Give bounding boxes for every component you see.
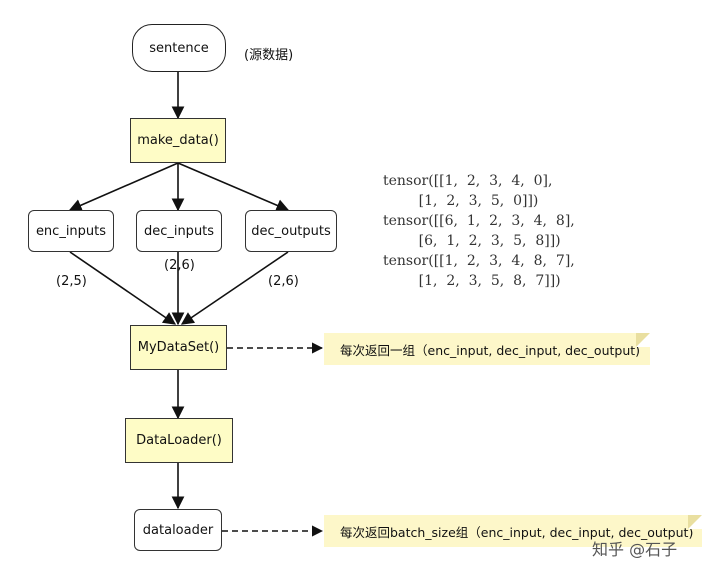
dec-outputs-tensor: tensor([[1, 2, 3, 4, 8, 7], [1, 2, 3, 5,…	[383, 253, 575, 289]
edge-encinputs-mydataset	[69, 251, 177, 325]
dec-outputs-node: dec_outputs	[245, 210, 337, 252]
dataloader-fn-node: DataLoader()	[125, 418, 233, 463]
source-data-label: (源数据)	[244, 48, 294, 63]
edge-makedata-decoutputs	[177, 162, 290, 212]
dec-inputs-tensor: tensor([[6, 1, 2, 3, 4, 8], [6, 1, 2, 3,…	[383, 213, 575, 249]
loader-note-text: 每次返回batch_size组（enc_input, dec_input, de…	[340, 524, 694, 540]
edge-decoutputs-mydataset	[180, 251, 289, 325]
dataset-note-text: 每次返回一组（enc_input, dec_input, dec_output)	[340, 342, 641, 358]
watermark: 知乎 @石子	[592, 540, 678, 559]
edge-makedata-encinputs	[68, 162, 179, 212]
dataset-note: 每次返回一组（enc_input, dec_input, dec_output)	[324, 333, 650, 365]
note-fold-icon	[636, 333, 650, 347]
dec-outputs-shape: (2,6)	[268, 274, 299, 289]
mydataset-node: MyDataSet()	[130, 325, 227, 370]
make-data-node: make_data()	[130, 118, 226, 163]
sentence-node: sentence	[132, 24, 226, 72]
dec-inputs-shape: (2,6)	[164, 258, 195, 273]
dec-inputs-node: dec_inputs	[136, 210, 222, 252]
loader-note: 每次返回batch_size组（enc_input, dec_input, de…	[324, 515, 702, 547]
enc-inputs-tensor: tensor([[1, 2, 3, 4, 0], [1, 2, 3, 5, 0]…	[383, 173, 553, 209]
enc-inputs-shape: (2,5)	[56, 274, 87, 289]
note-fold-icon	[688, 515, 702, 529]
dataloader-obj-node: dataloader	[134, 509, 222, 551]
enc-inputs-node: enc_inputs	[28, 210, 114, 252]
